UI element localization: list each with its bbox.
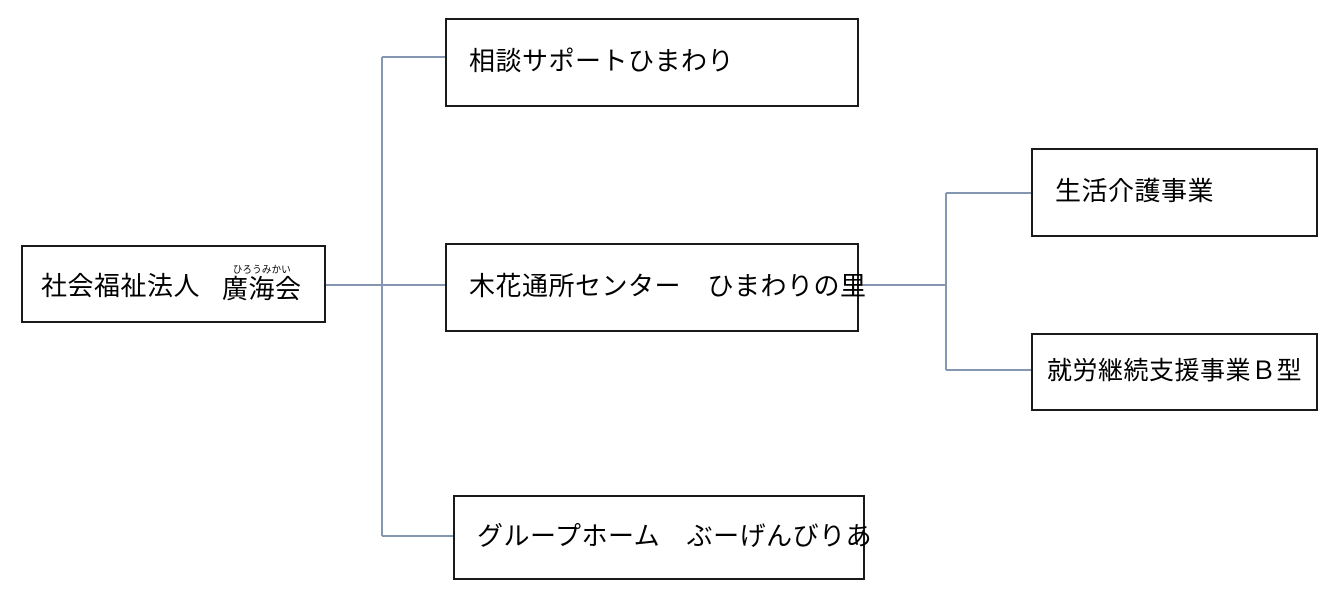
node-lifecare-label: 生活介護事業 xyxy=(1055,177,1215,207)
node-root-label-plain: 社会福祉法人 xyxy=(41,271,201,301)
node-daycare[interactable]: 木花通所センター ひまわりの里 xyxy=(445,243,866,332)
node-root-content: 社会福祉法人 ひろうみかい 廣海会 xyxy=(41,264,302,304)
node-root-label-kanji: 廣海会 xyxy=(222,274,302,304)
node-root-furigana: ひろうみかい xyxy=(232,264,291,276)
node-worksupport[interactable]: 就労継続支援事業Ｂ型 xyxy=(1031,333,1318,411)
node-grouphome[interactable]: グループホーム ぶーげんびりあ xyxy=(453,495,872,580)
node-daycare-label: 木花通所センター ひまわりの里 xyxy=(469,272,867,302)
node-lifecare[interactable]: 生活介護事業 xyxy=(1031,148,1318,237)
node-root-ruby-group: ひろうみかい 廣海会 xyxy=(222,264,302,304)
node-worksupport-label: 就労継続支援事業Ｂ型 xyxy=(1047,358,1303,386)
node-consult[interactable]: 相談サポートひまわり xyxy=(445,18,859,107)
node-consult-label: 相談サポートひまわり xyxy=(469,47,735,77)
node-root[interactable]: 社会福祉法人 ひろうみかい 廣海会 xyxy=(21,245,326,323)
node-grouphome-label: グループホーム ぶーげんびりあ xyxy=(477,522,873,552)
